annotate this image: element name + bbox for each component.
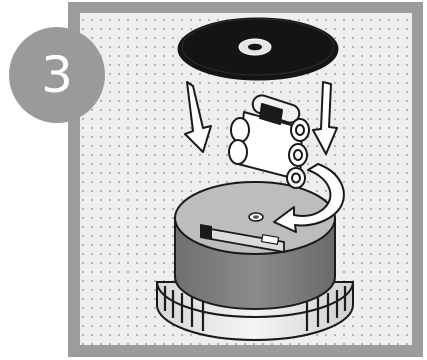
- step-number: 3: [41, 50, 73, 100]
- battery-compartment-base: [157, 182, 353, 340]
- step-number-badge: 3: [9, 27, 105, 123]
- battery-cover-disc: [178, 18, 338, 80]
